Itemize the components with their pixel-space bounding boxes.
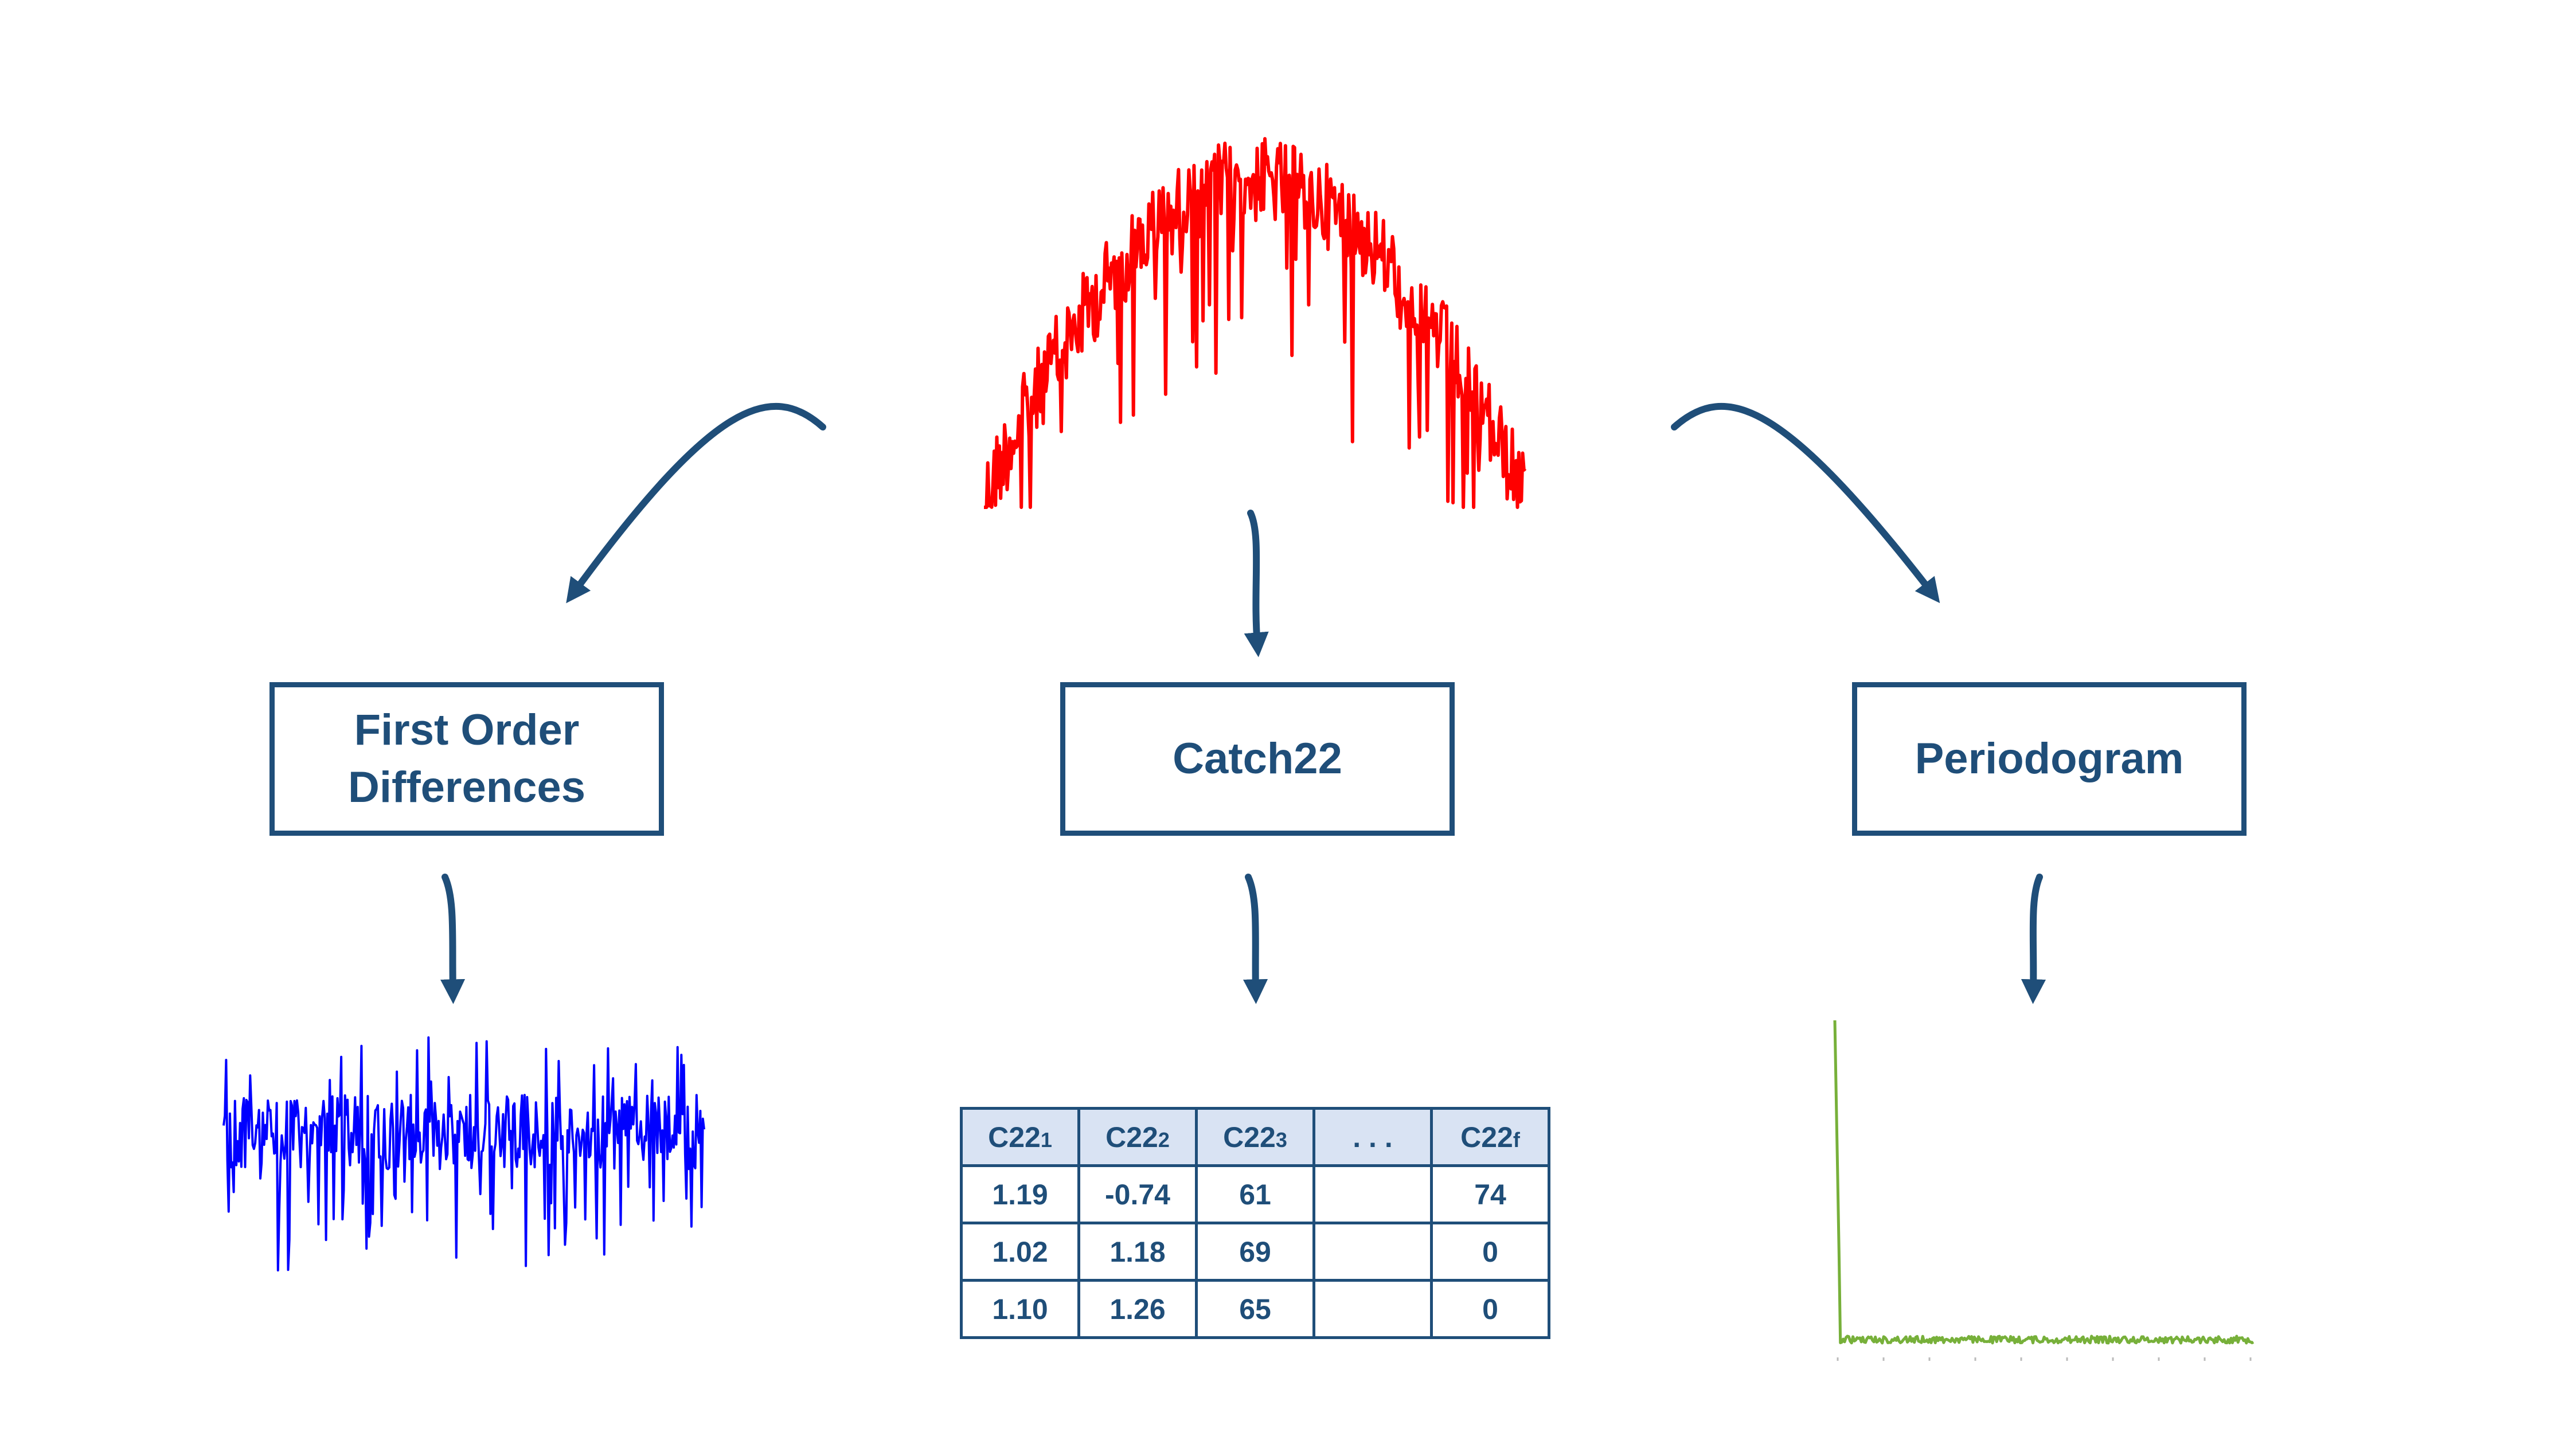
table-cell: 1.10 [960, 1279, 1080, 1339]
table-header-cell: C223 [1195, 1107, 1315, 1167]
periodogram-line [1833, 1020, 2255, 1345]
catch22-box: Catch22 [1060, 682, 1455, 836]
table-cell: 0 [1430, 1222, 1550, 1282]
catch22-feature-table: C221 C222 C223 . . . C22f 1.19 -0.74 61 … [960, 1107, 1550, 1339]
arrow-to-catch22 [1244, 510, 1269, 657]
table-header-cell: C22f [1430, 1107, 1550, 1167]
periodogram-box: Periodogram [1852, 682, 2247, 836]
table-row: 1.02 1.18 69 0 [960, 1222, 1550, 1282]
first-order-differences-box: First Order Differences [269, 682, 664, 836]
table-cell: 0 [1430, 1279, 1550, 1339]
table-cell [1312, 1279, 1433, 1339]
first-order-differences-line [222, 1036, 705, 1272]
table-cell: 69 [1195, 1222, 1315, 1282]
periodogram-axis-ticks [1837, 1357, 2252, 1361]
table-cell: 1.18 [1077, 1222, 1198, 1282]
arrow-to-periodogram-plot [2021, 874, 2046, 1004]
first-order-differences-label-line2: Differences [348, 763, 585, 812]
original-time-series-line [983, 137, 1527, 509]
table-cell: 74 [1430, 1164, 1550, 1224]
table-cell [1312, 1222, 1433, 1282]
table-header-cell: . . . [1312, 1107, 1433, 1167]
table-header-cell: C222 [1077, 1107, 1198, 1167]
first-order-differences-label-line1: First Order [354, 706, 580, 754]
table-row: 1.19 -0.74 61 74 [960, 1164, 1550, 1224]
periodogram-label: Periodogram [1915, 734, 2184, 783]
arrow-to-differences-plot [440, 874, 466, 1004]
table-header-row: C221 C222 C223 . . . C22f [960, 1107, 1550, 1167]
catch22-label: Catch22 [1173, 734, 1342, 783]
table-header-cell: C221 [960, 1107, 1080, 1167]
table-row: 1.10 1.26 65 0 [960, 1279, 1550, 1339]
arrow-to-first-order-differences [566, 403, 826, 604]
table-cell: 61 [1195, 1164, 1315, 1224]
table-cell: 1.26 [1077, 1279, 1198, 1339]
table-cell: 1.02 [960, 1222, 1080, 1282]
arrow-to-catch22-table [1243, 874, 1268, 1004]
arrow-to-periodogram [1671, 403, 1940, 604]
table-cell: 1.19 [960, 1164, 1080, 1224]
table-cell: -0.74 [1077, 1164, 1198, 1224]
table-cell [1312, 1164, 1433, 1224]
table-cell: 65 [1195, 1279, 1315, 1339]
